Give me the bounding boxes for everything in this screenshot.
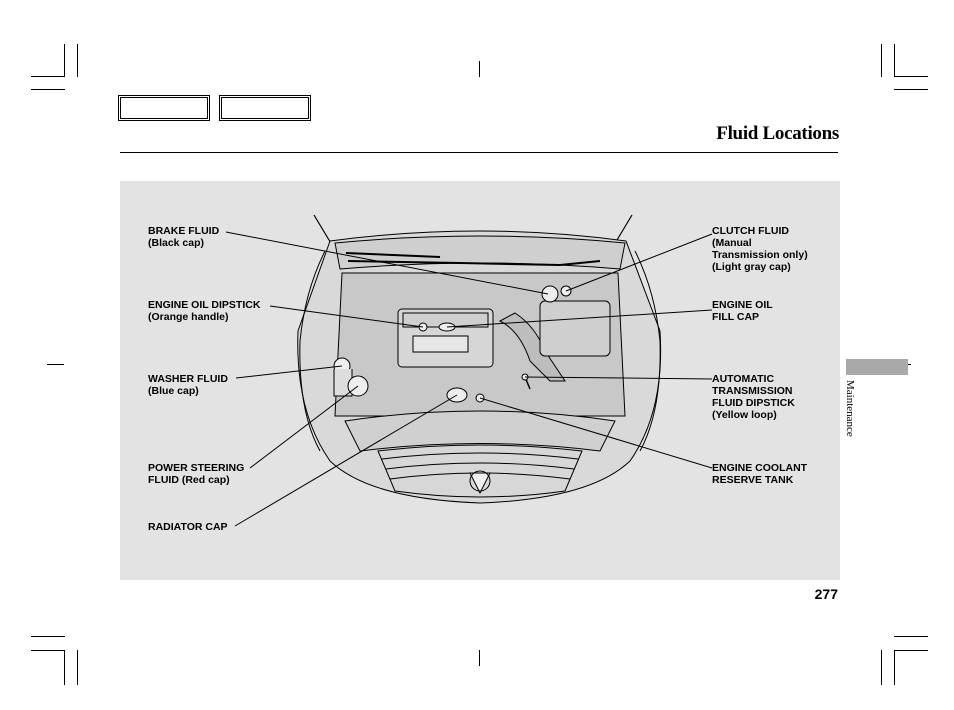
title-rule [120,152,838,153]
page-title: Fluid Locations [716,123,839,144]
nav-box-next[interactable] [219,95,311,121]
label-power-steering-fluid: POWER STEERING FLUID (Red cap) [148,462,245,486]
engine-compartment-illustration [225,214,713,527]
label-brake-fluid: BRAKE FLUID (Black cap) [148,225,220,249]
section-label: Maintenance [844,380,856,437]
label-washer-fluid: WASHER FLUID (Blue cap) [148,373,228,397]
label-clutch-fluid: CLUTCH FLUID (Manual Transmission only) … [712,225,808,273]
label-engine-oil-fill-cap: ENGINE OIL FILL CAP [712,299,773,323]
page-number: 277 [814,586,838,602]
nav-box-previous[interactable] [118,95,210,121]
label-engine-oil-dipstick: ENGINE OIL DIPSTICK (Orange handle) [148,299,261,323]
section-tab[interactable] [846,359,908,375]
label-automatic-transmission-fluid-dipstick: AUTOMATIC TRANSMISSION FLUID DIPSTICK (Y… [712,373,795,421]
label-engine-coolant-reserve-tank: ENGINE COOLANT RESERVE TANK [712,462,808,486]
diagram-panel: BRAKE FLUID (Black cap) ENGINE OIL DIPST… [120,181,840,580]
label-radiator-cap: RADIATOR CAP [148,521,228,533]
